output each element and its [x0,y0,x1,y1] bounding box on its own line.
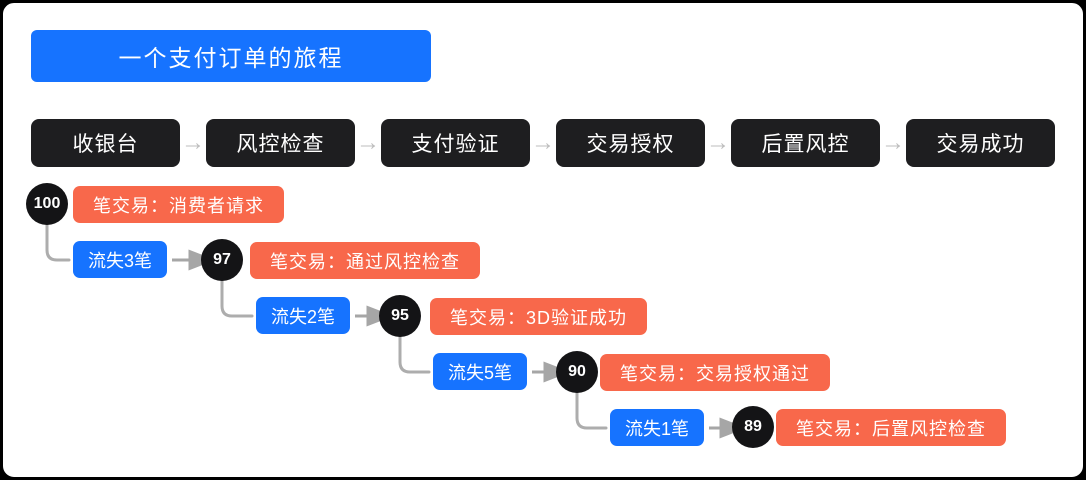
flow-step-label: 支付验证 [411,133,500,156]
note-consumer-request: 笔交易：消费者请求 [73,186,284,223]
loss-badge-1: 流失3笔 [73,241,167,278]
flow-step-payment-verify: 支付验证 [381,119,530,167]
arrow-right-icon: → [181,129,205,156]
arrow-right-icon: → [706,129,730,156]
count-badge-100: 100 [26,183,68,225]
flow-step-label: 交易成功 [936,133,1025,156]
connector-elbow-1 [45,222,71,262]
note-risk-check-passed: 笔交易：通过风控检查 [250,242,480,279]
flow-step-authorization: 交易授权 [556,119,705,167]
count-badge-95: 95 [379,295,421,337]
flow-step-label: 风控检查 [236,133,325,156]
note-authorization-passed: 笔交易：交易授权通过 [600,354,830,391]
arrow-connectors [172,249,747,439]
connector-elbow-2 [220,278,254,318]
diagram-title-label: 一个支付订单的旅程 [118,45,344,71]
flow-step-post-risk: 后置风控 [731,119,880,167]
flow-step-risk-check: 风控检查 [206,119,355,167]
flow-step-label: 后置风控 [761,133,850,156]
arrow-right-icon: → [881,129,905,156]
note-3d-verified: 笔交易：3D验证成功 [430,298,648,335]
diagram-title: 一个支付订单的旅程 [31,30,431,82]
flow-step-checkout: 收银台 [31,119,180,167]
connector-elbow-3 [398,334,431,374]
flow-step-label: 交易授权 [586,133,675,156]
connector-elbow-4 [575,390,608,430]
flow-step-success: 交易成功 [906,119,1055,167]
flow-row: 收银台 → 风控检查 → 支付验证 → 交易授权 → 后置风控 → 交易成功 [31,119,1055,167]
note-post-risk-check: 笔交易：后置风控检查 [776,409,1006,446]
count-badge-97: 97 [201,239,243,281]
arrow-right-icon: → [531,129,555,156]
loss-badge-4: 流失1笔 [610,409,704,446]
count-badge-90: 90 [556,351,598,393]
flow-step-label: 收银台 [72,133,139,156]
loss-badge-2: 流失2笔 [256,297,350,334]
loss-badge-3: 流失5笔 [433,353,527,390]
arrow-right-icon: → [356,129,380,156]
count-badge-89: 89 [732,406,774,448]
